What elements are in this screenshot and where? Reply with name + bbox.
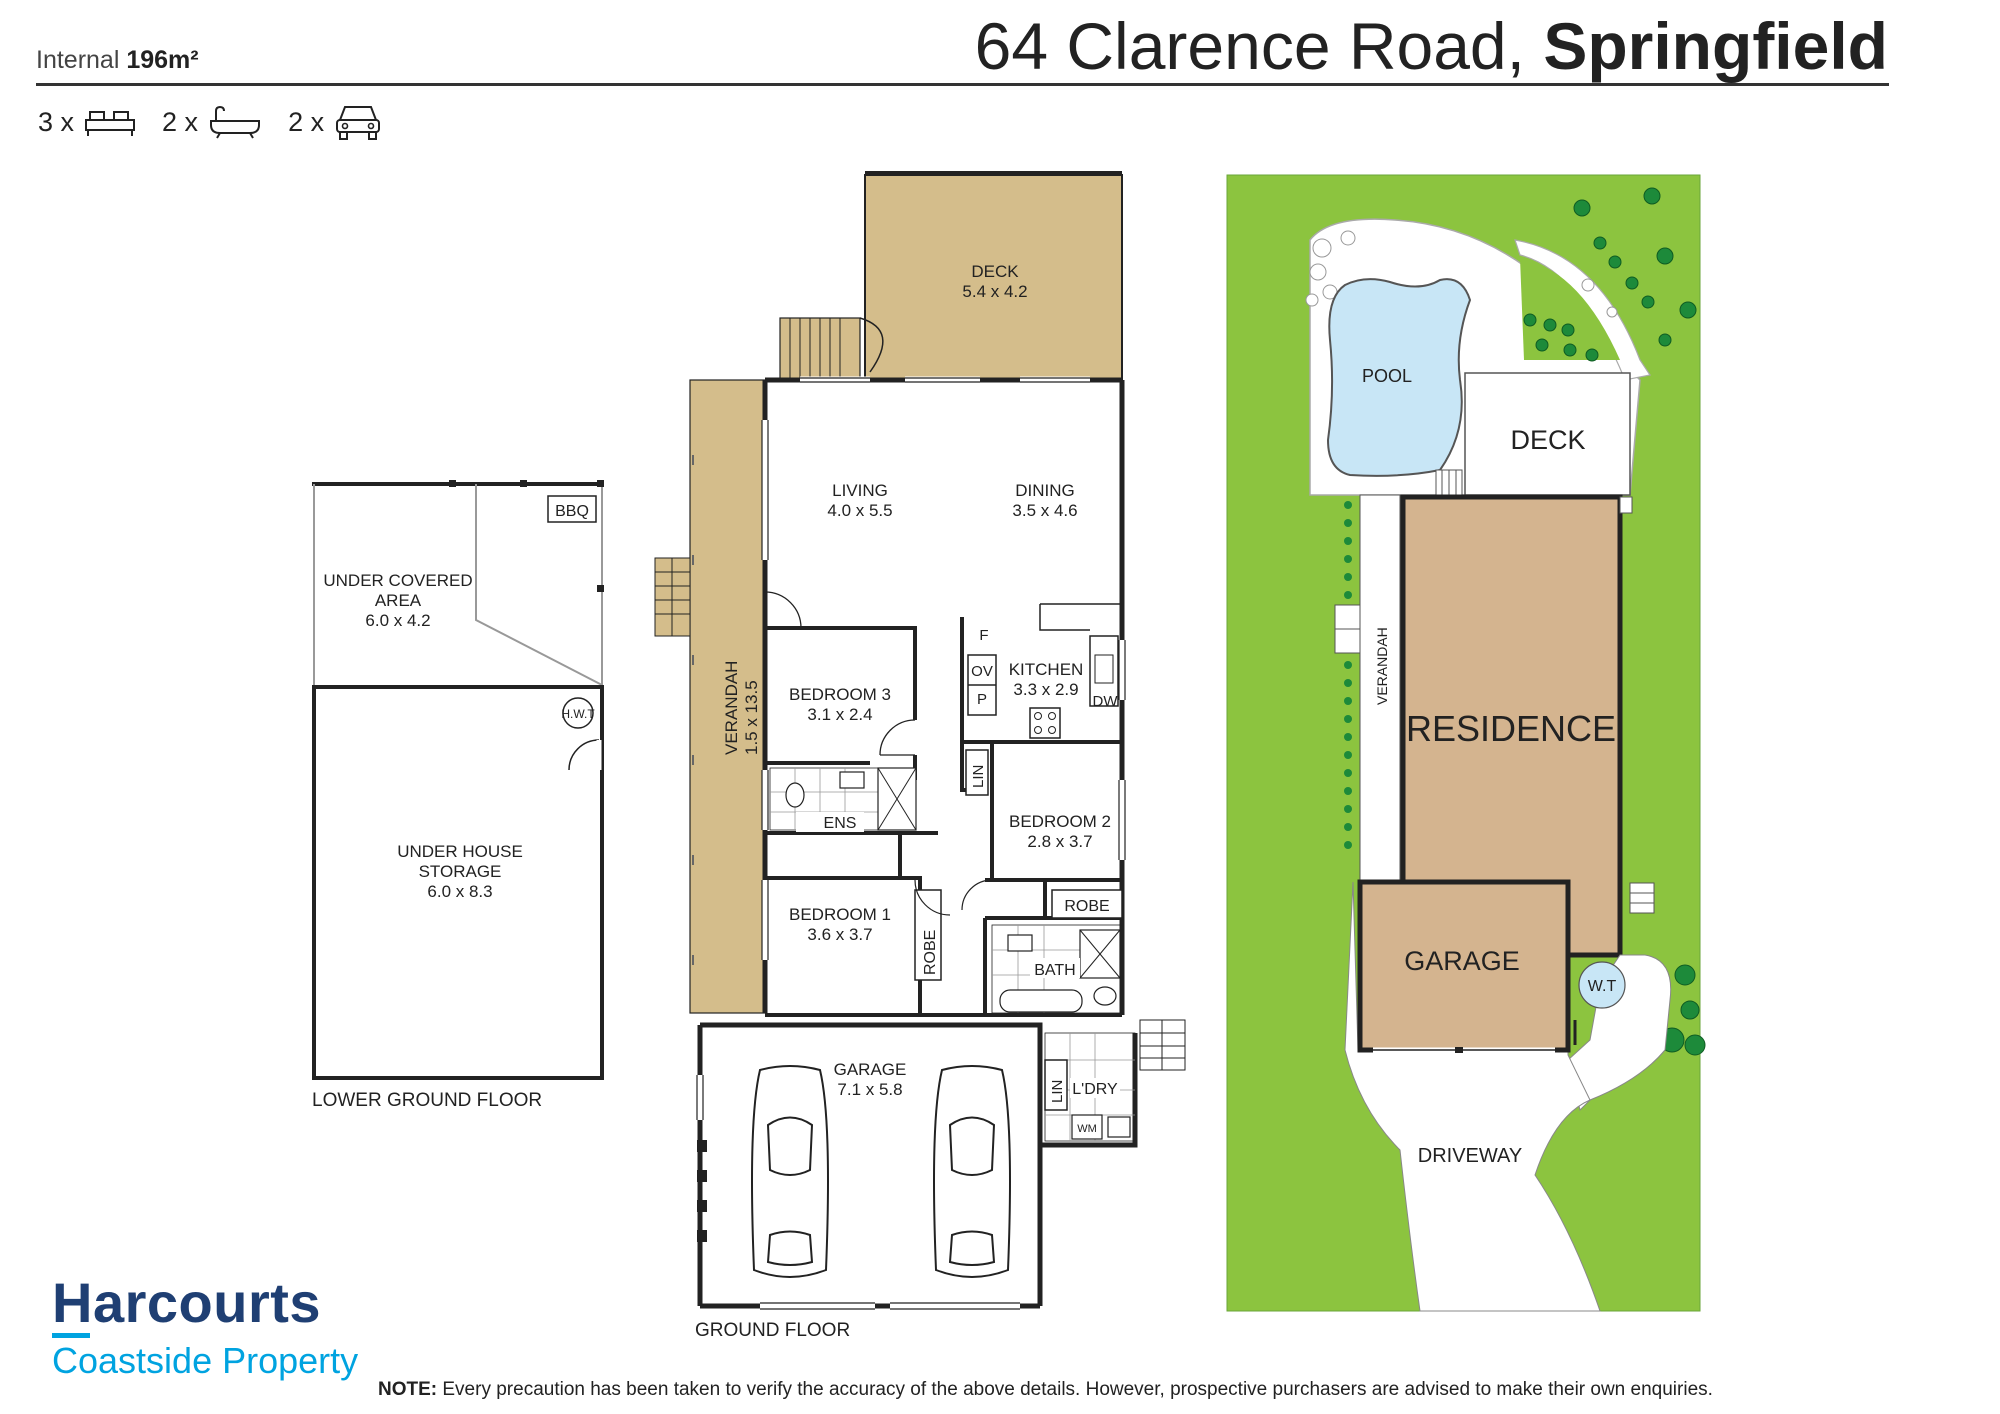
garage-dim: 7.1 x 5.8	[837, 1080, 902, 1099]
bath-icon	[210, 105, 261, 139]
bed1-label: BEDROOM 1	[789, 905, 891, 924]
disclaimer-note: NOTE: Every precaution has been taken to…	[378, 1379, 1713, 1401]
address: 64 Clarence Road,	[974, 9, 1525, 83]
kitchen-f: F	[979, 627, 988, 644]
robe-label-bed1: ROBE	[922, 930, 939, 975]
bed2-dim: 2.8 x 3.7	[1027, 832, 1092, 851]
pool-label: POOL	[1362, 366, 1412, 386]
robe-label-bed2: ROBE	[1064, 898, 1109, 915]
deck-dim: 5.4 x 4.2	[962, 282, 1027, 301]
car-left-icon	[751, 1065, 829, 1278]
lin-label-lower: LIN	[1049, 1080, 1066, 1103]
ens-label: ENS	[824, 815, 857, 832]
kitchen-p: P	[977, 691, 987, 708]
kitchen-label: KITCHEN	[1009, 660, 1084, 679]
brand-logo-accent	[52, 1333, 90, 1338]
covered-label-1: UNDER COVERED	[323, 571, 472, 590]
bed-count-text: 3 x	[38, 106, 75, 137]
ground-floor-caption: GROUND FLOOR	[695, 1320, 850, 1341]
wt-label: W.T	[1588, 978, 1617, 995]
kitchen-dim: 3.3 x 2.9	[1013, 680, 1078, 699]
bath-label: BATH	[1034, 962, 1075, 979]
internal-value: 196m²	[126, 46, 199, 74]
car-icon	[336, 106, 381, 140]
ldry-label: L'DRY	[1072, 1081, 1118, 1098]
site-verandah-label: VERANDAH	[1374, 627, 1390, 705]
car-count-text: 2 x	[288, 106, 325, 137]
bed3-dim: 3.1 x 2.4	[807, 705, 872, 724]
brand-office: Coastside Property	[52, 1340, 359, 1381]
bbq-label: BBQ	[555, 503, 589, 520]
bath-count: 2 x	[162, 105, 262, 139]
feature-counts: 3 x 2 x 2 x	[38, 102, 394, 142]
storage-dim: 6.0 x 8.3	[427, 882, 492, 901]
wm-label: WM	[1077, 1123, 1097, 1135]
driveway-label: DRIVEWAY	[1418, 1145, 1522, 1167]
bed2-label: BEDROOM 2	[1009, 812, 1111, 831]
deck-label: DECK	[971, 262, 1019, 281]
internal-area: Internal 196m²	[36, 46, 199, 75]
covered-label-2: AREA	[375, 591, 422, 610]
note-text: Every precaution has been taken to verif…	[437, 1379, 1713, 1400]
lin-label-upper: LIN	[970, 765, 987, 788]
bed3-label: BEDROOM 3	[789, 685, 891, 704]
storage-label-2: STORAGE	[419, 862, 502, 881]
bed-count: 3 x	[38, 106, 136, 138]
verandah-dim: 1.5 x 13.5	[742, 680, 761, 755]
bed-icon	[85, 111, 136, 136]
note-label: NOTE:	[378, 1379, 438, 1400]
dining-label: DINING	[1015, 481, 1075, 500]
lower-ground-floor: BBQ UNDER COVERED AREA 6.0 x 4.2 H.W.T U…	[312, 480, 604, 1111]
site-plan: POOL DECK VERANDAH	[1226, 174, 1706, 1312]
kitchen-ov: OV	[971, 663, 993, 680]
bed1-dim: 3.6 x 3.7	[807, 925, 872, 944]
internal-label: Internal	[36, 46, 120, 74]
suburb: Springfield	[1543, 9, 1888, 83]
lower-floor-caption: LOWER GROUND FLOOR	[312, 1090, 542, 1111]
garage-label: GARAGE	[834, 1060, 907, 1079]
car-count: 2 x	[288, 102, 382, 142]
property-title: 64 Clarence Road, Springfield	[975, 8, 1888, 84]
header-rule	[36, 83, 1889, 86]
storage-label-1: UNDER HOUSE	[397, 842, 523, 861]
brand-logo: Harcourts	[52, 1271, 322, 1334]
ground-floor: DECK 5.4 x 4.2 VERANDAH 1.5 x 13.5	[654, 171, 1186, 1341]
verandah-label: VERANDAH	[722, 661, 741, 755]
site-deck-label: DECK	[1510, 425, 1585, 455]
dining-dim: 3.5 x 4.6	[1012, 501, 1077, 520]
living-dim: 4.0 x 5.5	[827, 501, 892, 520]
residence-label: RESIDENCE	[1406, 708, 1616, 749]
bath-count-text: 2 x	[162, 106, 199, 137]
car-right-icon	[933, 1065, 1011, 1278]
kitchen-dw: DW	[1093, 693, 1119, 710]
site-garage-label: GARAGE	[1404, 946, 1520, 976]
hwt-label: H.W.T	[561, 707, 595, 721]
covered-dim: 6.0 x 4.2	[365, 611, 430, 630]
living-label: LIVING	[832, 481, 888, 500]
